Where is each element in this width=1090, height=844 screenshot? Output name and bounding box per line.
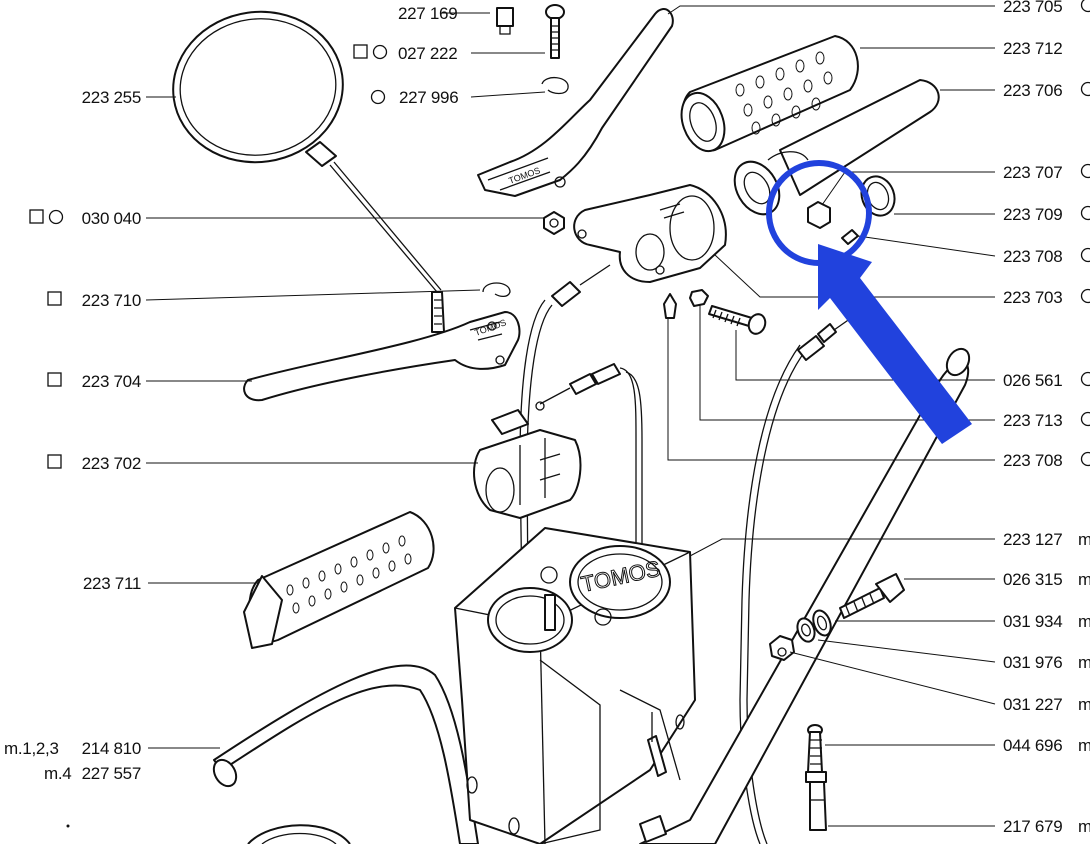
highlight-arrow	[818, 244, 972, 444]
label-214810: 214 810	[82, 739, 141, 758]
suffix-m: m	[1078, 736, 1090, 755]
speedometer-edge	[247, 824, 351, 844]
suffix-m: m	[1078, 817, 1090, 836]
right-labels: 223 705 223 712 223 706 223 707 223 709 …	[1003, 0, 1063, 836]
ring-223709	[860, 175, 896, 217]
label-030040: 030 040	[82, 209, 141, 228]
label-223708-b: 223 708	[1003, 451, 1062, 470]
adjuster-217679	[809, 781, 827, 831]
suffix-m: m	[1078, 612, 1090, 631]
square-marker	[47, 454, 62, 469]
nut-031227	[769, 635, 795, 661]
label-223127: 223 127	[1003, 530, 1062, 549]
circle-marker	[1080, 371, 1090, 387]
label-031976: 031 976	[1003, 653, 1062, 672]
label-031227: 031 227	[1003, 695, 1062, 714]
screw-027222	[545, 4, 565, 59]
circle-marker	[1080, 288, 1090, 304]
label-223255: 223 255	[82, 88, 141, 107]
label-223712: 223 712	[1003, 39, 1062, 58]
square-marker	[47, 291, 62, 306]
grip-223711	[243, 511, 435, 649]
stray-dot	[66, 824, 70, 828]
circle-marker	[1080, 411, 1090, 427]
label-223704: 223 704	[82, 372, 141, 391]
screw-026561	[708, 305, 767, 335]
label-227557: 227 557	[82, 764, 141, 783]
label-026561: 026 561	[1003, 371, 1062, 390]
ring-223710	[482, 282, 511, 298]
square-marker	[47, 372, 62, 387]
label-223703: 223 703	[1003, 288, 1062, 307]
slider-223707	[807, 201, 831, 229]
suffix-m: m	[1078, 530, 1090, 549]
circle-marker	[1080, 0, 1090, 13]
left-labels: 223 255 030 040 223 710 223 704 223 702 …	[4, 88, 141, 783]
adjuster-044696	[805, 724, 827, 783]
washer-031976	[796, 617, 816, 643]
bolt-026315	[839, 573, 905, 619]
label-223710: 223 710	[82, 291, 141, 310]
square-marker	[353, 44, 368, 59]
label-prefix-m123: m.1,2,3	[4, 739, 59, 758]
label-026315: 026 315	[1003, 570, 1062, 589]
leader-lines	[145, 5, 996, 827]
label-223713: 223 713	[1003, 411, 1062, 430]
circle-marker	[1080, 81, 1090, 97]
label-223711: 223 711	[83, 574, 141, 593]
top-labels: 227 169 027 222 227 996	[353, 4, 459, 107]
circle-marker	[48, 209, 64, 225]
throttle-housing-223703	[543, 184, 727, 283]
circle-marker	[1080, 205, 1090, 221]
label-223706: 223 706	[1003, 81, 1062, 100]
washer-031934	[812, 609, 832, 637]
spring-227996	[541, 77, 569, 95]
label-223709: 223 709	[1003, 205, 1062, 224]
suffix-m: m	[1078, 653, 1090, 672]
screw-223708-top	[841, 229, 859, 245]
label-223705: 223 705	[1003, 0, 1062, 16]
switch-223702	[473, 409, 582, 519]
suffix-m: m	[1078, 570, 1090, 589]
label-223707: 223 707	[1003, 163, 1062, 182]
label-227169: 227 169	[398, 4, 457, 23]
label-223702: 223 702	[82, 454, 141, 473]
label-031934: 031 934	[1003, 612, 1062, 631]
clamp-223127: TOMOS	[454, 527, 696, 844]
left-markers	[29, 209, 64, 469]
mirror-223255	[172, 10, 445, 333]
circle-marker	[1080, 451, 1090, 467]
brake-lever-top: TOMOS	[477, 8, 674, 197]
label-prefix-m4: m.4	[44, 764, 71, 783]
highlight-annotation	[766, 160, 972, 444]
suffix-m: m	[1078, 695, 1090, 714]
label-227996: 227 996	[399, 88, 458, 107]
screw-227169	[496, 7, 514, 35]
label-223708-a: 223 708	[1003, 247, 1062, 266]
circle-marker	[1080, 247, 1090, 263]
circle-marker	[372, 44, 388, 60]
circle-marker	[1080, 163, 1090, 179]
nut-223713	[689, 289, 709, 307]
left-lever-223704: TOMOS	[243, 311, 521, 402]
grip-223712	[680, 35, 859, 153]
label-044696: 044 696	[1003, 736, 1062, 755]
label-217679: 217 679	[1003, 817, 1062, 836]
circle-marker	[370, 89, 386, 105]
screw-223708-mid	[663, 293, 677, 319]
square-marker	[29, 209, 44, 224]
right-markers: m m m m m m m	[1078, 0, 1090, 836]
label-027222: 027 222	[398, 44, 457, 63]
